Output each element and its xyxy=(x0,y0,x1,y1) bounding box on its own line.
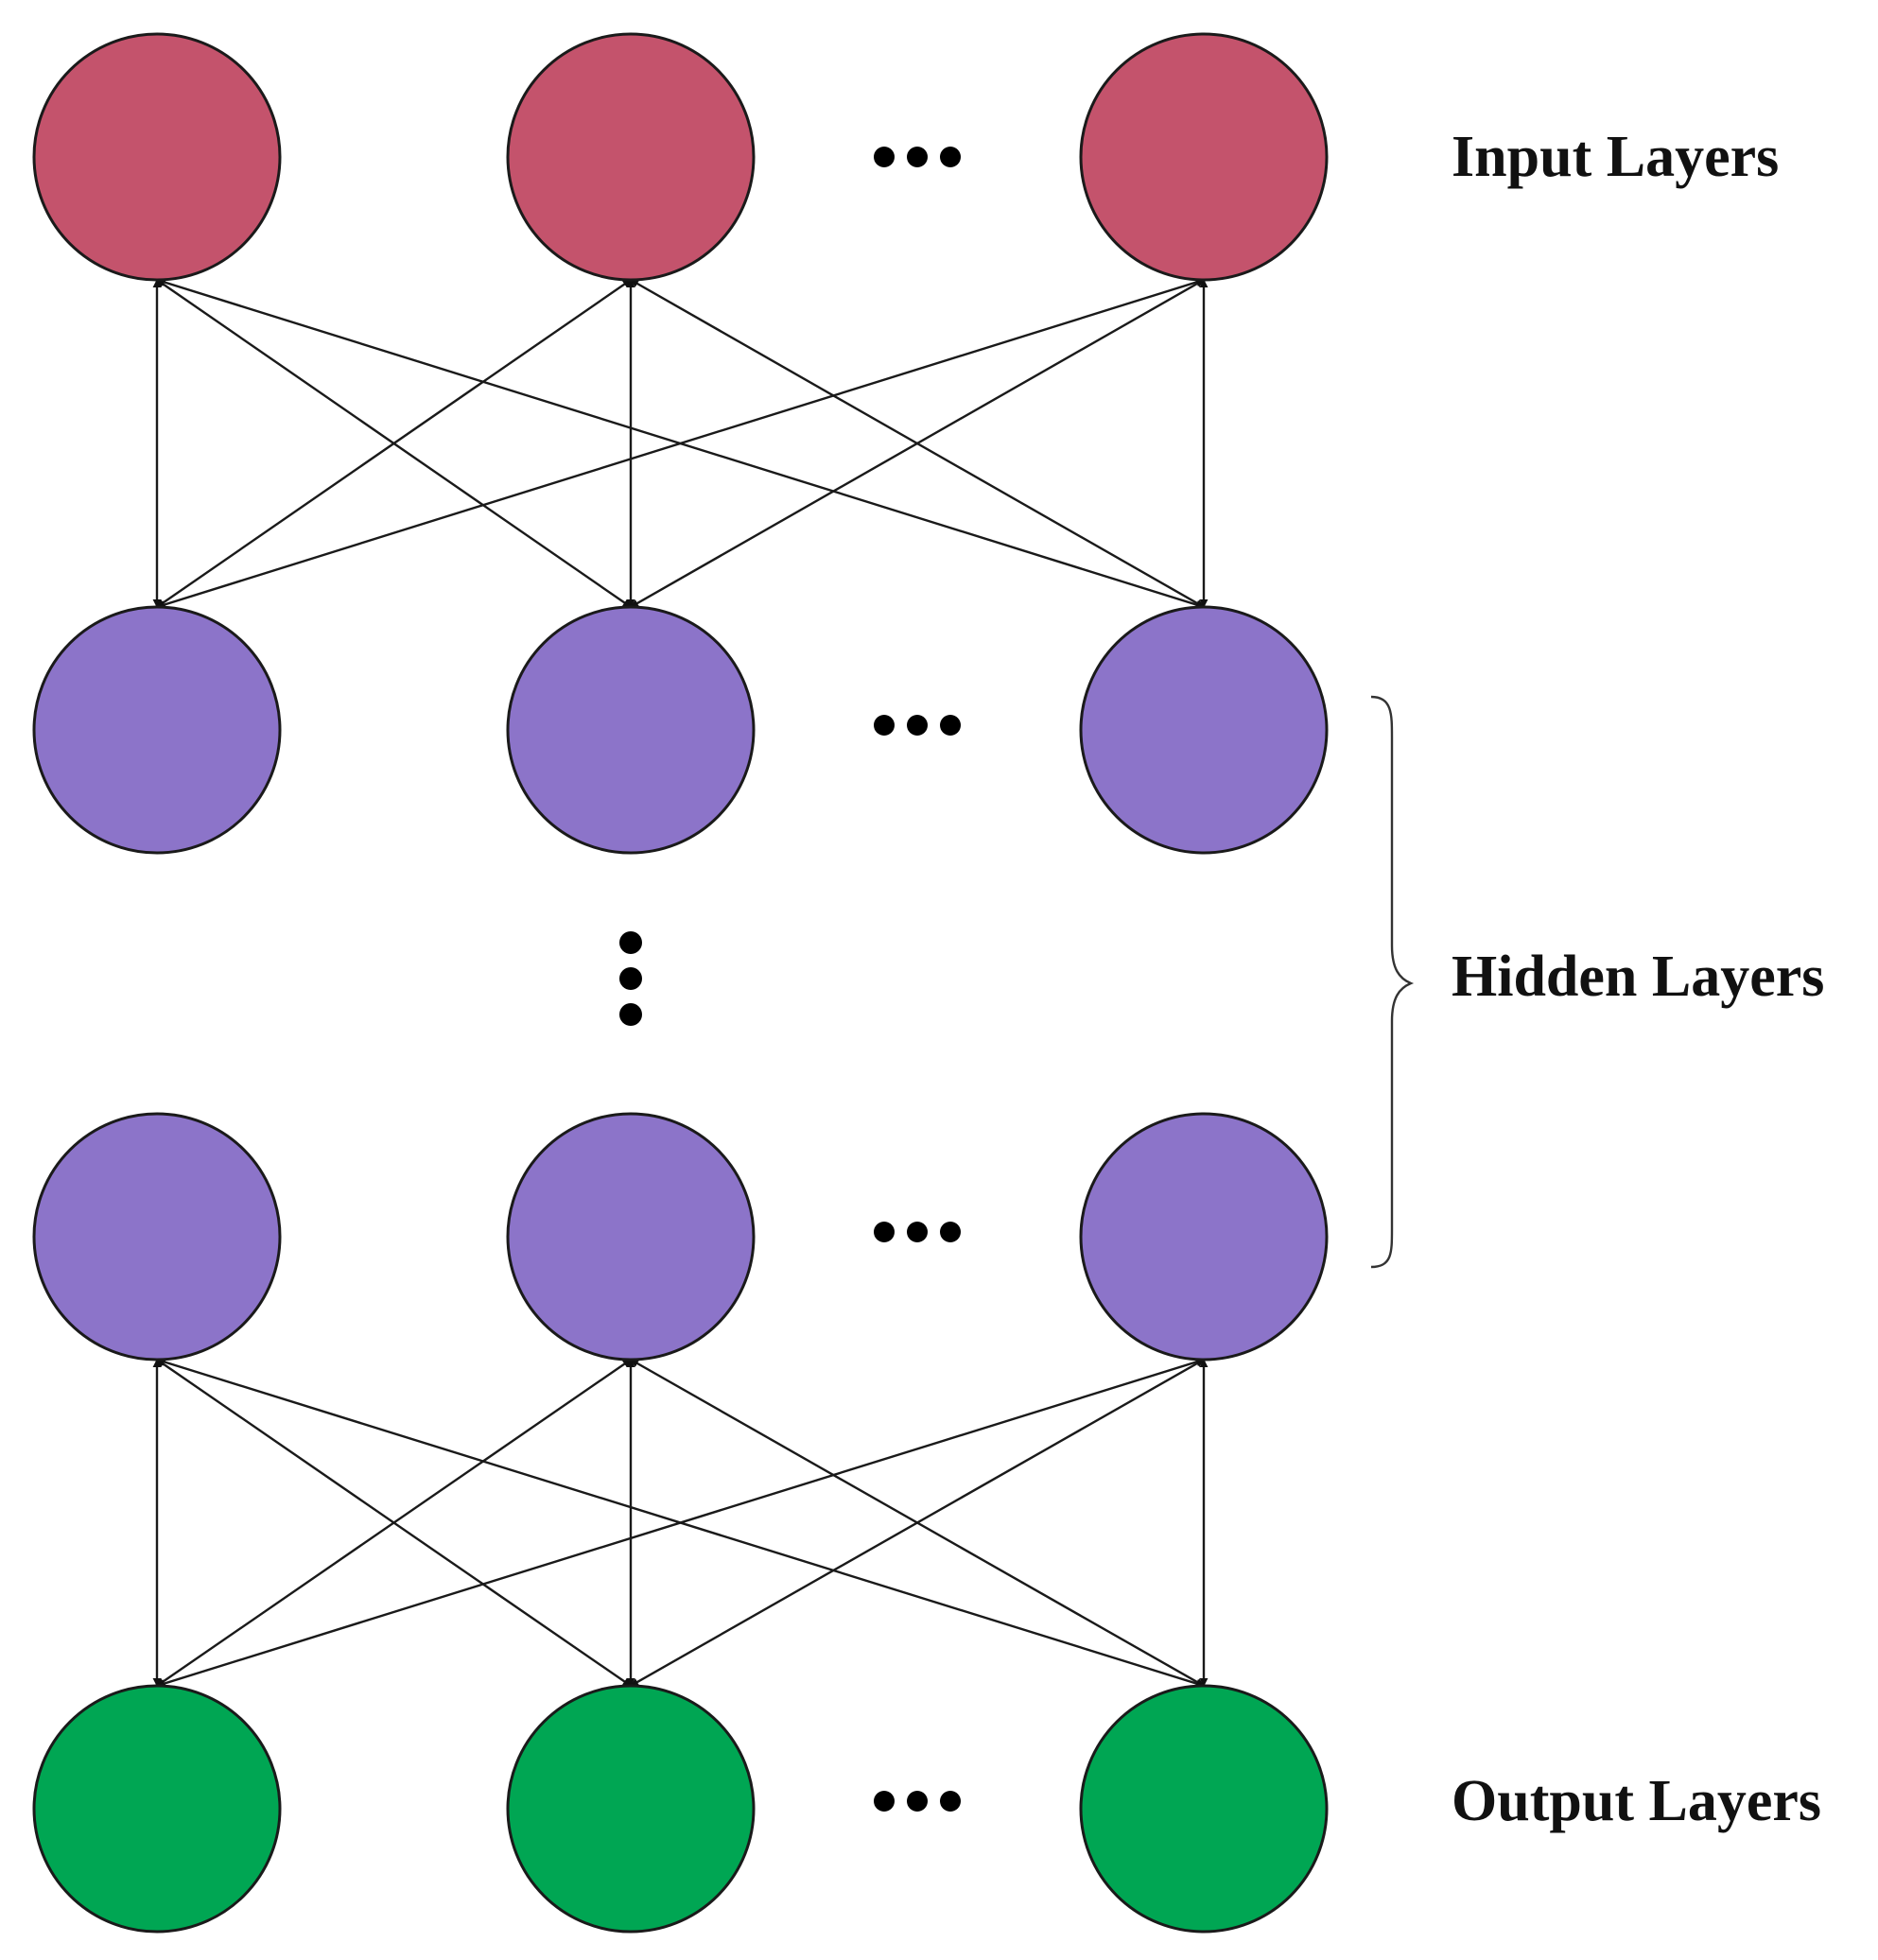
input-neuron-0-1 xyxy=(506,32,756,282)
input-layers-label: Input Layers xyxy=(1452,125,1779,189)
hidden-layers-label: Hidden Layers xyxy=(1452,945,1824,1009)
hidden-neuron-1-0 xyxy=(32,605,282,855)
input-neuron-0-2 xyxy=(1079,32,1329,282)
hidden-neuron-1-1 xyxy=(506,605,756,855)
hidden-neuron-1-2 xyxy=(1079,605,1329,855)
ellipsis-dots-input xyxy=(874,147,961,167)
ellipsis-dots-output xyxy=(874,1791,961,1812)
input-neuron-0-0 xyxy=(32,32,282,282)
output-neuron-3-2 xyxy=(1079,1684,1329,1934)
vertical-ellipsis xyxy=(619,931,642,1026)
ellipsis-dots-hidden-bottom xyxy=(874,1222,961,1242)
hidden-neuron-2-0 xyxy=(32,1112,282,1362)
horizontal-ellipsis-group xyxy=(874,147,961,1812)
connection-0-2-1 xyxy=(630,278,1205,609)
output-layers-label: Output Layers xyxy=(1452,1769,1821,1833)
output-neuron-3-0 xyxy=(32,1684,282,1934)
connection-1-2-1 xyxy=(630,1358,1205,1688)
connections xyxy=(152,278,1209,1688)
ellipsis-dots-hidden-top xyxy=(874,715,961,736)
neurons xyxy=(32,32,1329,1934)
hidden-neuron-2-2 xyxy=(1079,1112,1329,1362)
hidden-neuron-2-1 xyxy=(506,1112,756,1362)
hidden-layers-brace xyxy=(1370,695,1415,1269)
output-neuron-3-1 xyxy=(506,1684,756,1934)
